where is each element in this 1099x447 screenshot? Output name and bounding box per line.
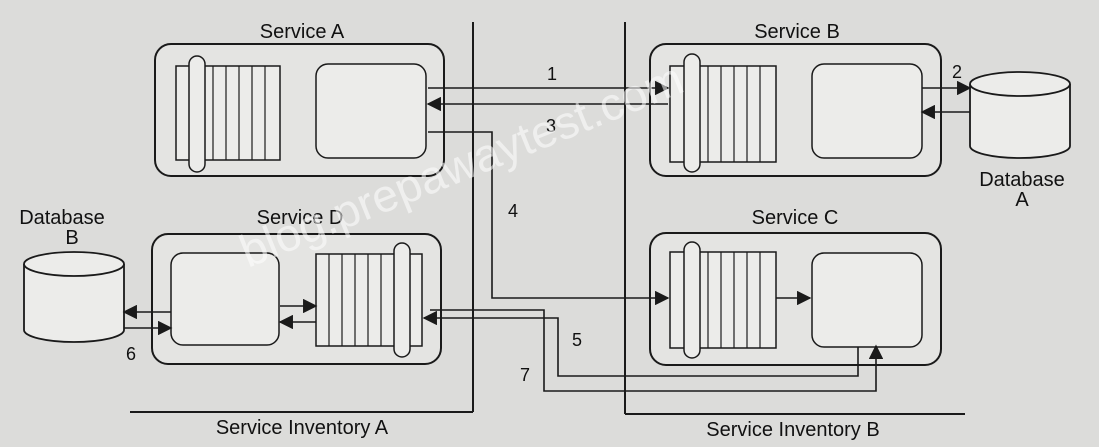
service-a-queue: [175, 55, 281, 173]
step-label-4: 4: [508, 201, 518, 221]
service-d-queue: [315, 242, 423, 358]
database-a-icon: [969, 71, 1071, 159]
arrow-step-4: [428, 131, 670, 306]
service-c-label: Service C: [752, 207, 839, 229]
database-b-icon: [23, 251, 125, 343]
inventory-b-label: Service Inventory B: [706, 419, 879, 441]
service-b-queue: [669, 53, 777, 173]
service-a-logic: [315, 63, 427, 159]
arrow-step-5: [422, 310, 859, 377]
service-d-logic: [170, 252, 280, 346]
database-a-label-line1: Database: [979, 169, 1065, 191]
database-b-label-line1: Database: [19, 207, 105, 229]
step-label-1: 1: [547, 64, 557, 84]
step-label-6: 6: [126, 344, 136, 364]
service-c-logic: [811, 252, 923, 348]
inventory-a-label: Service Inventory A: [216, 417, 389, 439]
service-b-logic: [811, 63, 923, 159]
step-label-7: 7: [520, 365, 530, 385]
service-c-queue: [669, 241, 777, 359]
step-label-2: 2: [952, 62, 962, 82]
database-b-label-line2: B: [65, 227, 78, 249]
step-label-3: 3: [546, 116, 556, 136]
service-a-label: Service A: [260, 21, 345, 43]
database-a-label-line2: A: [1015, 189, 1029, 211]
arrow-step-7: [430, 309, 884, 392]
service-d-label: Service D: [257, 207, 344, 229]
service-b-label: Service B: [754, 21, 840, 43]
step-label-5: 5: [572, 330, 582, 350]
